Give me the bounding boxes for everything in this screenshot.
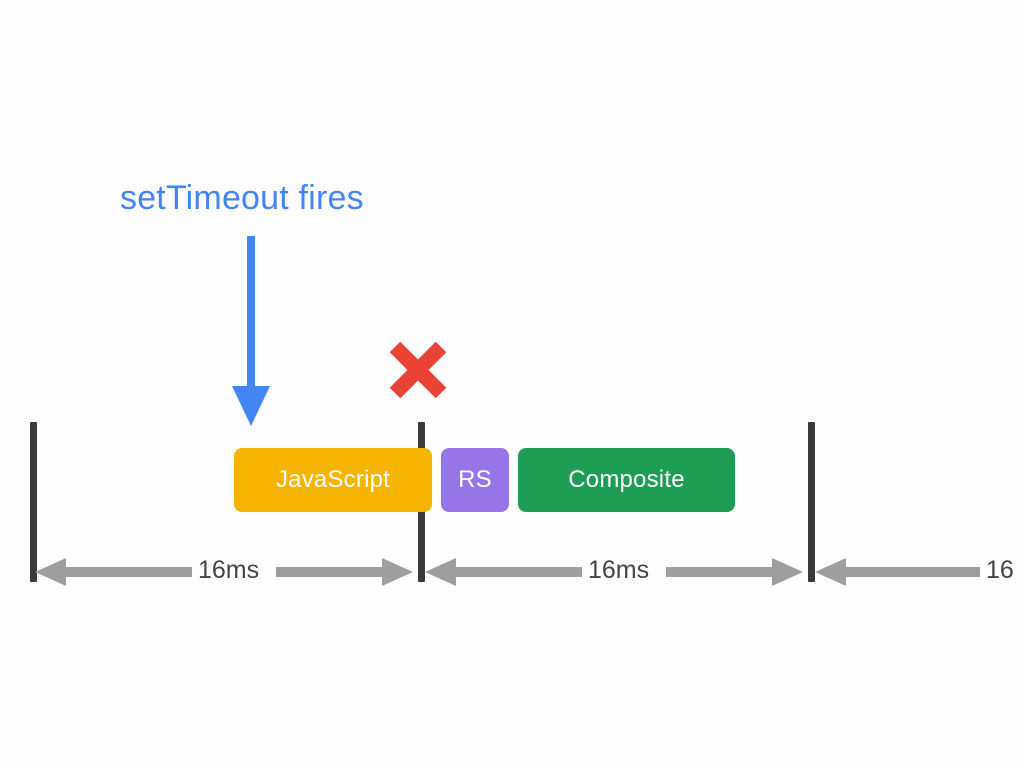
measurement-row bbox=[0, 552, 1024, 596]
down-arrow-icon bbox=[226, 236, 276, 428]
measurement-label-2: 16ms bbox=[588, 556, 650, 584]
task-bar-rs[interactable]: RS bbox=[441, 448, 509, 512]
task-bar-composite[interactable]: Composite bbox=[518, 448, 735, 512]
frame-boundary-tick-3 bbox=[808, 422, 815, 582]
task-bar-javascript[interactable]: JavaScript bbox=[234, 448, 432, 512]
measurement-label-3: 16 bbox=[986, 556, 1014, 584]
frame-boundary-tick-1 bbox=[30, 422, 37, 582]
annotation-label: setTimeout fires bbox=[120, 179, 364, 217]
measurement-label-1: 16ms bbox=[198, 556, 260, 584]
x-mark-icon bbox=[386, 338, 450, 402]
